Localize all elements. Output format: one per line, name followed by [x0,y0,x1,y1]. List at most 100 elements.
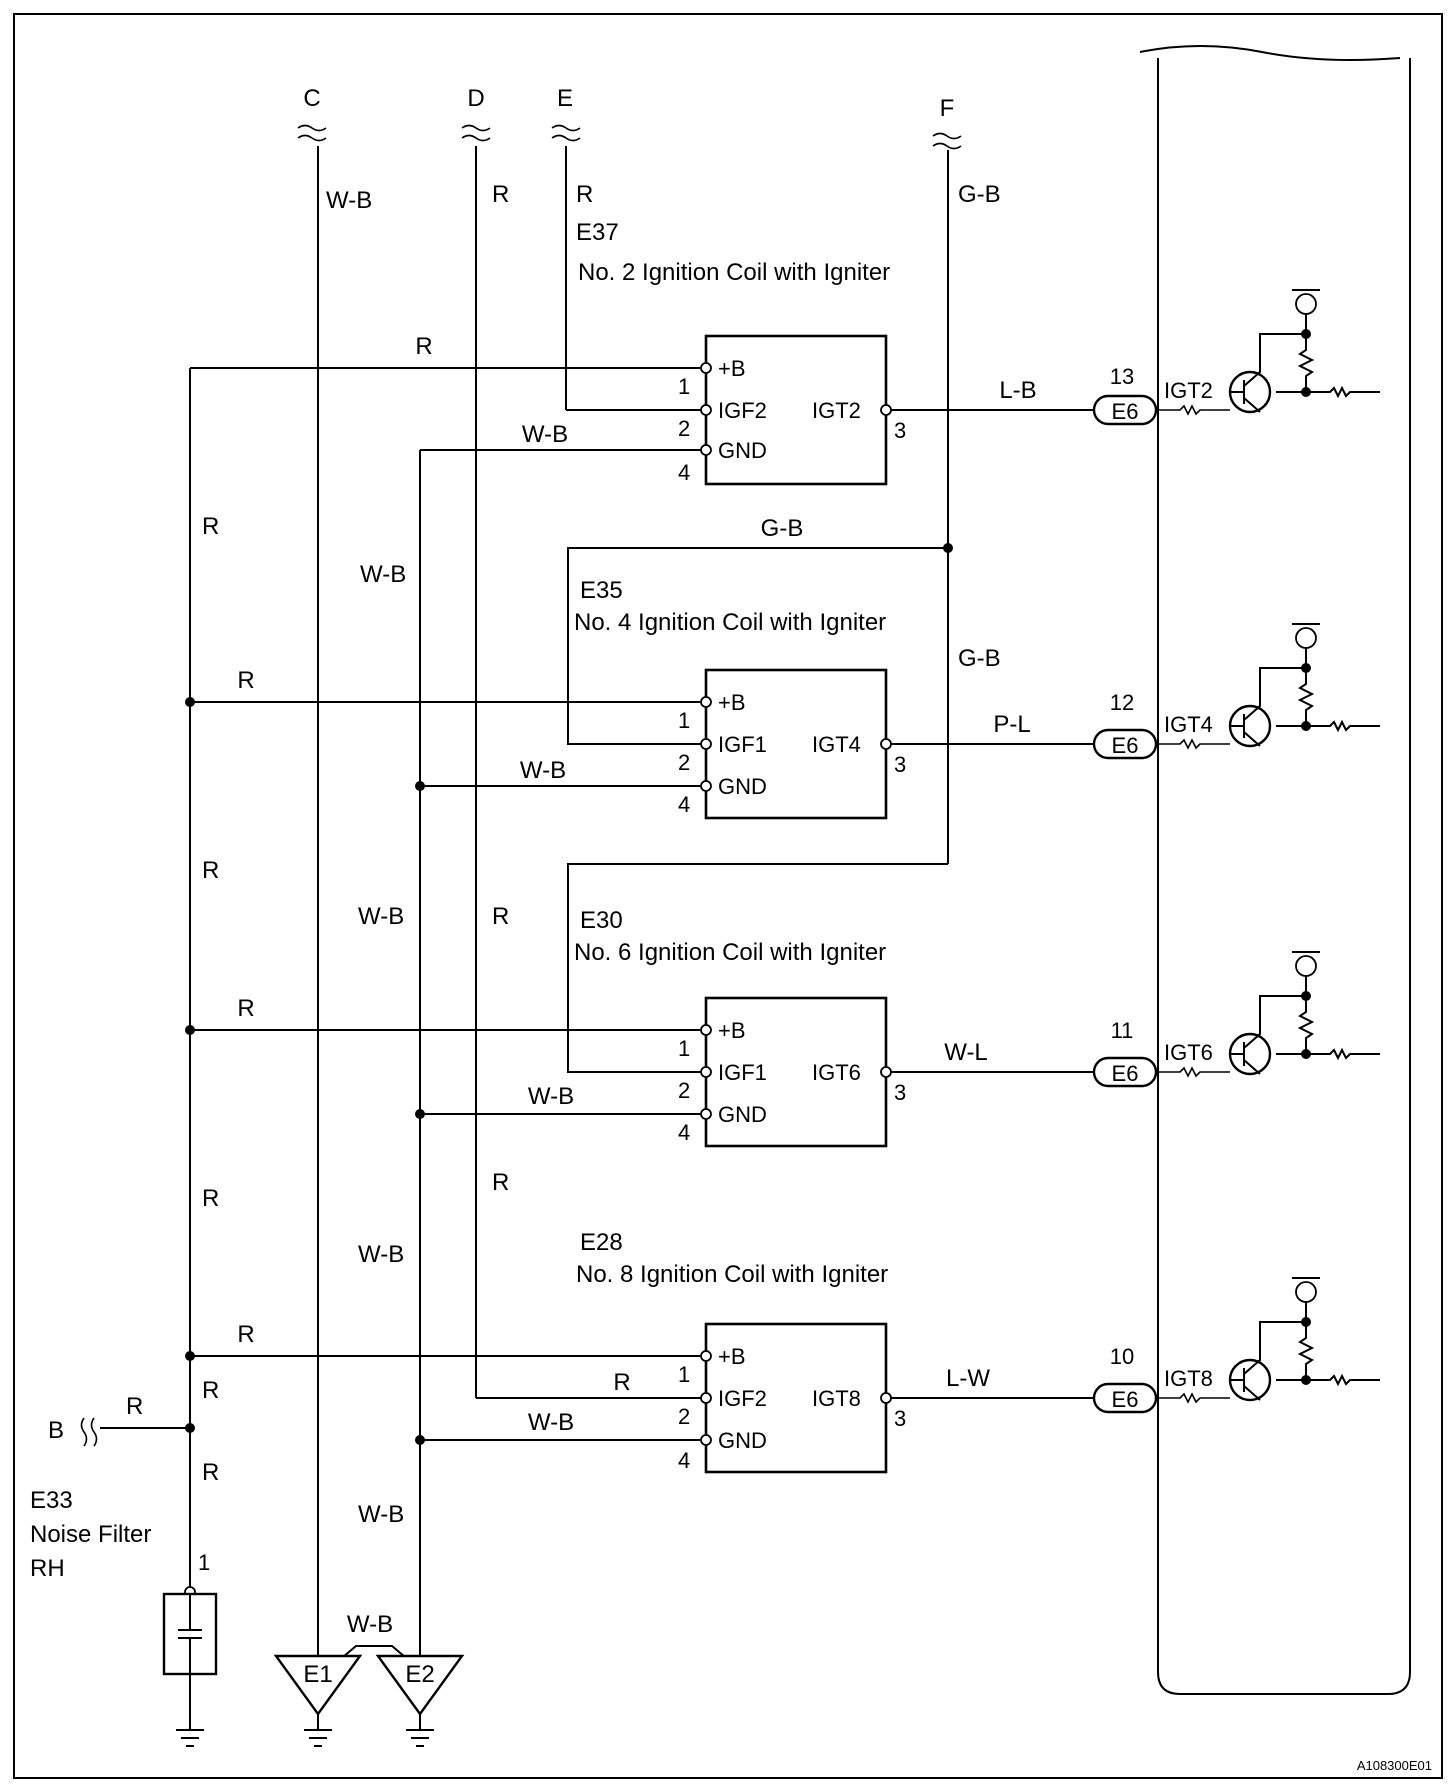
pin-label: GND [718,774,767,799]
wire-color-label: W-B [528,1083,574,1110]
wire-color-label: R [492,903,509,930]
connector-label: D [467,85,484,112]
pin-number: 1 [678,1036,690,1061]
ignition-coil-E28: E28 No. 8 Ignition Coil with Igniter R W… [185,1229,906,1474]
connector-D: D R [461,85,509,208]
ecu-pin-number: 12 [1110,690,1134,715]
ecu-pin-number: 10 [1110,1344,1134,1369]
pin-number: 3 [894,418,906,443]
ground-icon [304,1714,332,1747]
component-code: E35 [580,577,623,604]
pin-label: IGF2 [718,398,767,423]
ecu-channel-igt4: P-L 12 E6 IGT4 [891,623,1380,760]
wire-color-label: W-B [528,1409,574,1436]
ground-icon [406,1714,434,1747]
pin-label: IGF2 [718,1386,767,1411]
ecu-connector [1092,394,1158,426]
pin-label: +B [718,1344,746,1369]
pin-label: GND [718,1102,767,1127]
pin-label: IGT6 [812,1060,861,1085]
pin-number: 4 [678,792,690,817]
ecu-channel-igt2: L-B 13 E6 IGT2 [891,289,1380,426]
component-name: No. 8 Ignition Coil with Igniter [576,1261,888,1288]
connector-label: F [940,95,955,122]
wire-color-label: P-L [993,711,1030,738]
connector-label: E [557,85,573,112]
ecu-pin-number: 11 [1111,1018,1134,1043]
wire-color-label: W-B [347,1611,393,1638]
wire-color-label: R [237,995,254,1022]
ground-E1-icon [273,1654,363,1717]
component-name: RH [30,1555,65,1582]
wire-color-label: R [576,181,593,208]
noise-filter-E33: E33 Noise Filter RH 1 [30,1487,218,1747]
pin-number: 2 [678,1078,690,1103]
pin-number: 1 [678,708,690,733]
ignition-coil-E35: E35 No. 4 Ignition Coil with Igniter R W… [185,577,906,820]
ecu-pin-number: 13 [1110,364,1134,389]
pin-number: 3 [894,1406,906,1431]
pin-number: 1 [678,374,690,399]
input-B: B R [48,1393,195,1447]
ecu-signal-label: IGT6 [1164,1040,1213,1065]
wire-color-label: G-B [958,645,1001,672]
wire-color-label: R [202,1377,219,1404]
power-terminal-icon [1295,1281,1317,1303]
component-code: E28 [580,1229,623,1256]
connector-E: E R [551,85,593,208]
pin-label: IGT4 [812,732,861,757]
pin-number: 4 [678,1120,690,1145]
wire-color-label: R [237,667,254,694]
wire-color-label: W-B [522,421,568,448]
diagram-frame [13,13,1443,1779]
pin-number: 2 [678,416,690,441]
component-name: Noise Filter [30,1521,151,1548]
pin-label: IGF1 [718,732,767,757]
pin-number: 1 [198,1550,210,1575]
wire-color-label: G-B [958,181,1001,208]
wire-color-label: W-B [358,1241,404,1268]
ecu-channel-igt8: L-W 10 E6 IGT8 [891,1277,1380,1414]
wire-color-label: R [202,1185,219,1212]
power-terminal-icon [1295,293,1317,315]
ecu-signal-label: IGT4 [1164,712,1213,737]
pin-number: 3 [894,1080,906,1105]
wire-gb-link-2 [567,863,948,1073]
junction-dot [943,543,953,553]
pin-number: 4 [678,460,690,485]
ground-label: E2 [405,1661,434,1688]
wire-color-label: W-B [520,757,566,784]
component-name: No. 4 Ignition Coil with Igniter [574,609,886,636]
component-name: No. 2 Ignition Coil with Igniter [578,259,890,286]
ignition-coil-E30: E30 No. 6 Ignition Coil with Igniter R W… [185,907,906,1148]
power-terminal-icon [1295,955,1317,977]
wire-color-label: W-B [358,1501,404,1528]
wire-color-label: W-B [360,561,406,588]
ground-E2-icon [375,1654,465,1717]
component-code: E33 [30,1487,73,1514]
coil-box [704,334,888,486]
wire-color-label: R [415,333,432,360]
pin-number: 2 [678,750,690,775]
ecu-signal-label: IGT8 [1164,1366,1213,1391]
ecu-connector [1092,728,1158,760]
pin-label: +B [718,690,746,715]
pin-number: 2 [678,1404,690,1429]
wire-color-label: W-B [358,903,404,930]
wire-color-label: L-B [999,377,1036,404]
ground-icon [176,1729,204,1747]
wire-color-label: W-B [326,187,372,214]
pin-label: GND [718,1428,767,1453]
wire-color-label: R [202,1459,219,1486]
wire-color-label: R [202,857,219,884]
pin-number: 3 [894,752,906,777]
ecu-block [1139,45,1411,1695]
wire-color-label: R [237,1321,254,1348]
wire-color-label: R [492,1169,509,1196]
pin-number: 1 [678,1362,690,1387]
wire-color-label: R [126,1393,143,1420]
wire-color-label: G-B [761,515,804,542]
connector-C: C W-B [297,85,372,214]
ecu-connector-label: E6 [1112,399,1139,424]
pin-label: IGT8 [812,1386,861,1411]
